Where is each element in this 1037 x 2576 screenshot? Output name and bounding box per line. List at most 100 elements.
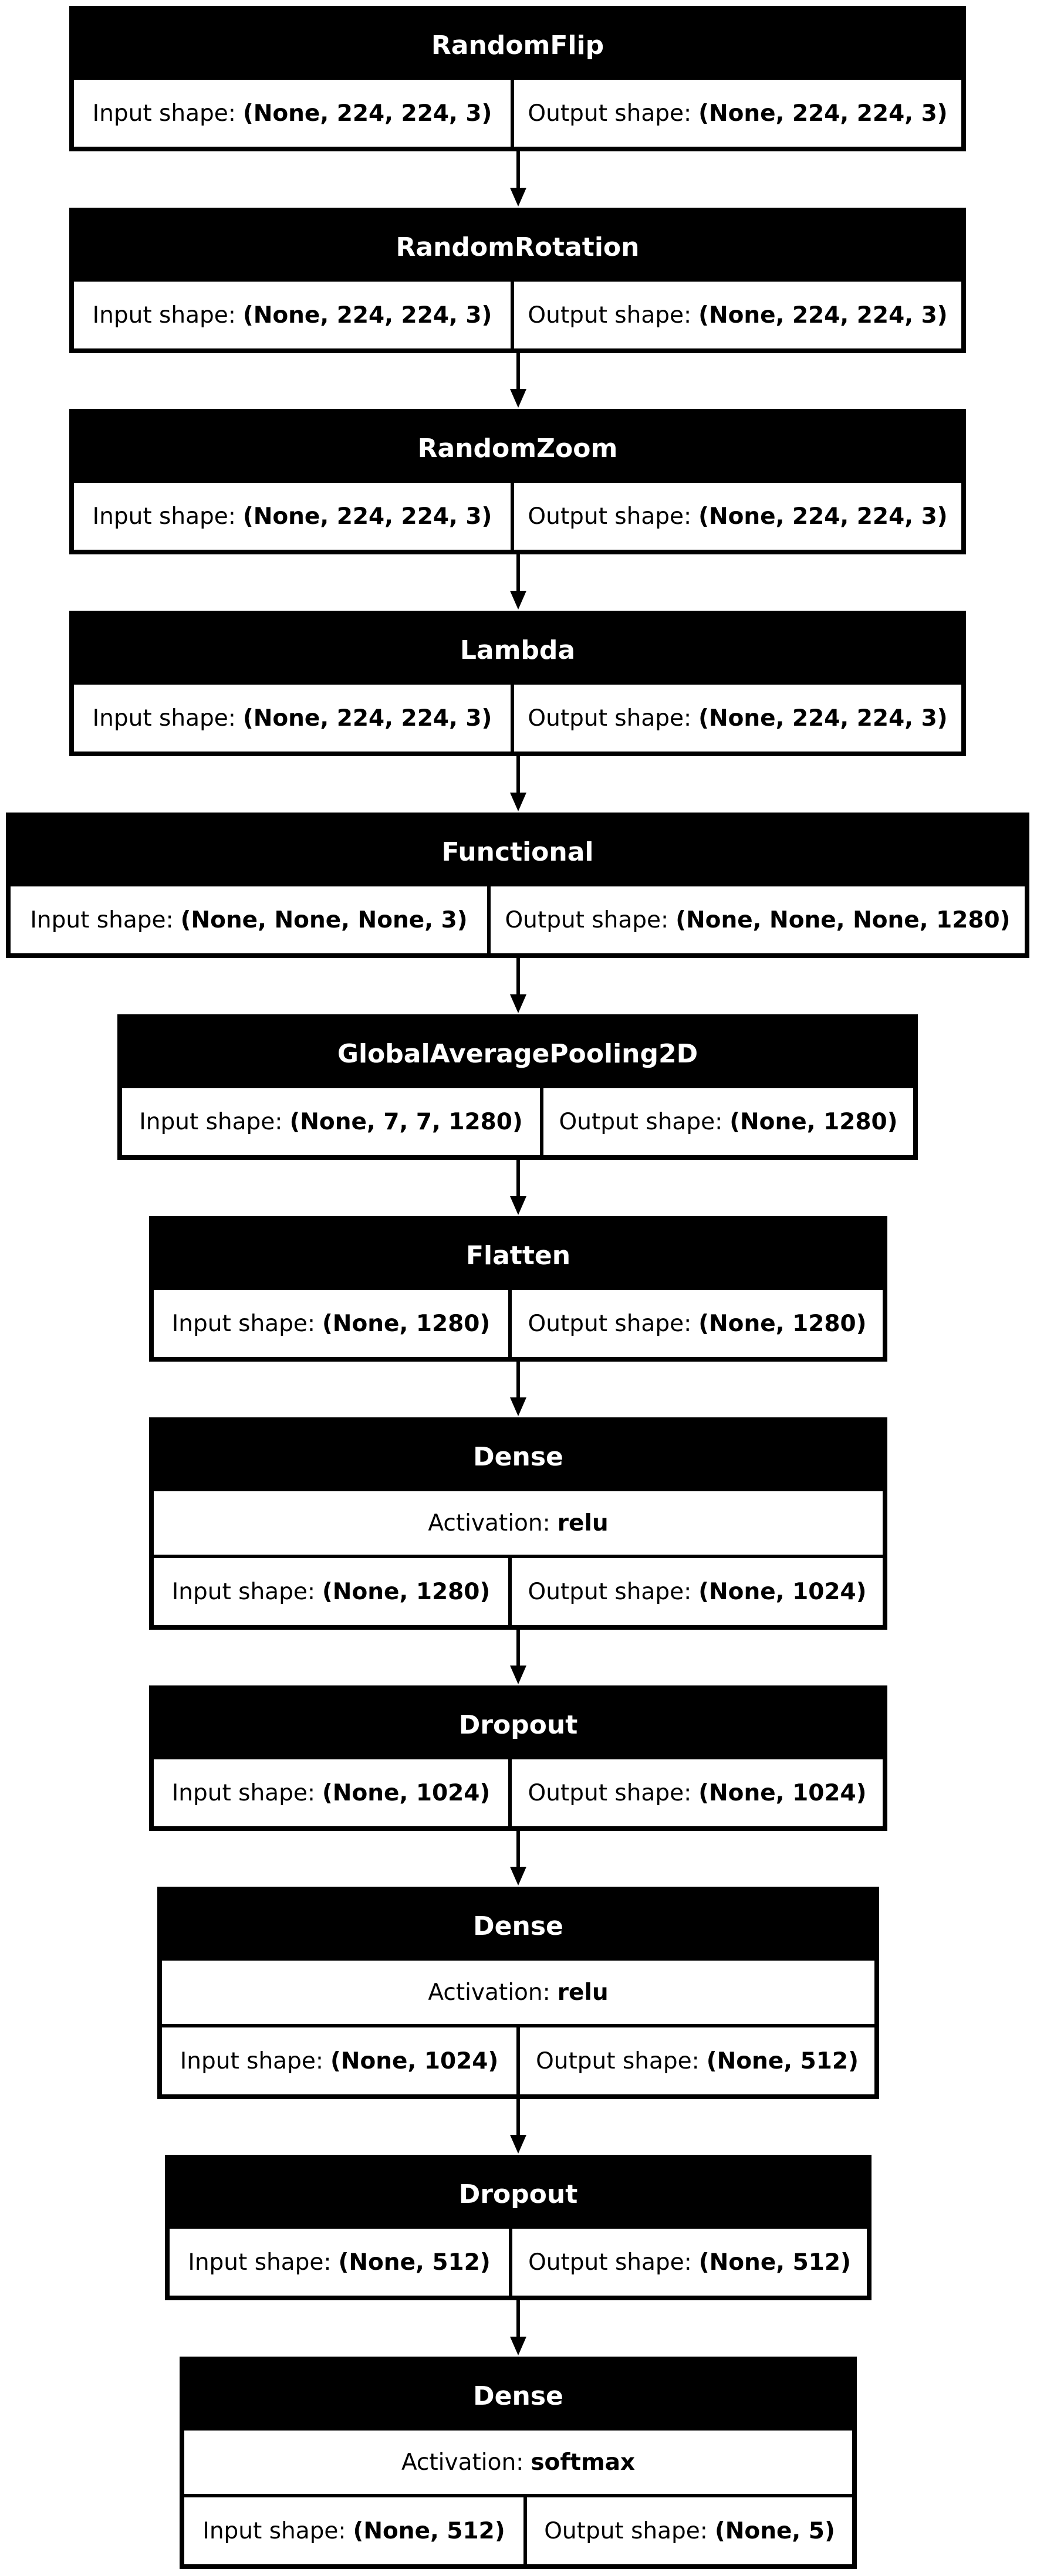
activation-row: Activation:relu — [162, 1961, 874, 2027]
shape-row: Input shape: (None, 1024) Output shape:(No… — [162, 2027, 874, 2094]
output-shape-cell: Output shape:(None, 512) — [520, 2027, 874, 2094]
input-shape-cell: Input shape:(None, 512) — [170, 2229, 512, 2296]
arrowhead-icon — [510, 188, 526, 207]
shape-row: Input shape:(None, 512)Output shape:(Non… — [184, 2497, 852, 2564]
output-shape-cell: Output shape:(None, 5) — [527, 2497, 852, 2564]
input-shape-cell: Input shape:(None, 224, 224, 3) — [74, 80, 514, 147]
output-shape-value: (None, 512) — [706, 2047, 859, 2074]
layer-title: Functional — [11, 817, 1025, 886]
output-shape-value: (None, 512) — [698, 2249, 851, 2276]
layer-title: RandomZoom — [74, 414, 961, 483]
arrowhead-icon — [510, 1397, 526, 1416]
input-shape-cell: Input shape:(None, 224, 224, 3) — [74, 685, 514, 752]
arrowhead-icon — [510, 793, 526, 811]
output-shape-label: Output shape: — [528, 1779, 692, 1806]
input-shape-cell: Input shape:(None, 224, 224, 3) — [74, 483, 514, 550]
layer-title: Dense — [154, 1422, 883, 1491]
input-shape-label: Input shape: — [171, 1310, 315, 1337]
arrowhead-icon — [510, 1196, 526, 1215]
input-shape-label: Input shape: — [180, 2047, 323, 2074]
output-shape-value: (None, 224, 224, 3) — [698, 302, 948, 329]
input-shape-label: Input shape: — [92, 302, 236, 329]
activation-value: relu — [557, 1979, 609, 2006]
input-shape-value: (None, 7, 7, 1280) — [289, 1108, 523, 1135]
output-shape-label: Output shape: — [528, 2249, 692, 2276]
output-shape-cell: Output shape:(None, 224, 224, 3) — [514, 282, 961, 348]
output-shape-cell: Output shape:(None, None, None, 1280) — [491, 886, 1025, 953]
layer-title: Lambda — [74, 615, 961, 685]
layer-title: Dense — [184, 2361, 852, 2431]
output-shape-cell: Output shape:(None, 1280) — [543, 1088, 913, 1155]
input-shape-cell: Input shape:(None, 1280) — [154, 1290, 512, 1357]
activation-label: Activation: — [428, 1509, 550, 1536]
output-shape-label: Output shape: — [528, 1578, 692, 1605]
input-shape-cell: Input shape:(None, None, None, 3) — [11, 886, 491, 953]
output-shape-cell: Output shape:(None, 1280) — [512, 1290, 883, 1357]
output-shape-value: (None, 224, 224, 3) — [698, 100, 948, 127]
input-shape-label: Input shape: — [30, 906, 174, 933]
input-shape-label: Input shape: — [92, 100, 236, 127]
activation-value: relu — [557, 1509, 609, 1536]
input-shape-label: Input shape: — [188, 2249, 332, 2276]
shape-row: Input shape:(None, 1280)Output shape:(No… — [154, 1290, 883, 1357]
arrowhead-icon — [510, 2337, 526, 2355]
input-shape-value: (None, 224, 224, 3) — [242, 705, 492, 732]
input-shape-value: (None, 224, 224, 3) — [242, 503, 492, 530]
shape-row: Input shape:(None, 512)Output shape:(Non… — [170, 2229, 867, 2296]
input-shape-cell: Input shape: (None, 1024) — [162, 2027, 520, 2094]
output-shape-cell: Output shape:(None, 512) — [512, 2229, 867, 2296]
arrowhead-icon — [510, 2135, 526, 2154]
output-shape-cell: Output shape:(None, 1024) — [512, 1558, 883, 1625]
input-shape-label: Input shape: — [171, 1779, 315, 1806]
input-shape-label: Input shape: — [92, 503, 236, 530]
activation-row: Activation:softmax — [184, 2431, 852, 2497]
shape-row: Input shape:(None, None, None, 3)Output … — [11, 886, 1025, 953]
output-shape-cell: Output shape:(None, 224, 224, 3) — [514, 685, 961, 752]
output-shape-value: (None, 1280) — [729, 1108, 898, 1135]
input-shape-value: (None, 1280) — [322, 1578, 491, 1605]
shape-row: Input shape:(None, 224, 224, 3)Output sh… — [74, 282, 961, 348]
output-shape-label: Output shape: — [528, 302, 692, 329]
input-shape-label: Input shape: — [171, 1578, 315, 1605]
arrowhead-icon — [510, 1666, 526, 1684]
input-shape-value: (None, 1024) — [330, 2047, 499, 2074]
input-shape-cell: Input shape:(None, 1024) — [154, 1759, 512, 1826]
arrowhead-icon — [510, 994, 526, 1013]
input-shape-cell: Input shape:(None, 224, 224, 3) — [74, 282, 514, 348]
output-shape-cell: Output shape:(None, 224, 224, 3) — [514, 80, 961, 147]
output-shape-value: (None, 5) — [714, 2517, 835, 2544]
shape-row: Input shape:(None, 224, 224, 3)Output sh… — [74, 483, 961, 550]
output-shape-label: Output shape: — [528, 503, 692, 530]
shape-row: Input shape:(None, 7, 7, 1280)Output sha… — [122, 1088, 913, 1155]
output-shape-label: Output shape: — [528, 100, 692, 127]
input-shape-value: (None, 224, 224, 3) — [242, 100, 492, 127]
shape-row: Input shape:(None, 224, 224, 3)Output sh… — [74, 80, 961, 147]
input-shape-label: Input shape: — [92, 705, 236, 732]
input-shape-value: (None, None, None, 3) — [180, 906, 468, 933]
shape-row: Input shape: (None, 1280) Output shape:(No… — [154, 1558, 883, 1625]
input-shape-value: (None, 224, 224, 3) — [242, 302, 492, 329]
arrowhead-icon — [510, 591, 526, 610]
output-shape-value: (None, None, None, 1280) — [675, 906, 1011, 933]
layer-title: Flatten — [154, 1221, 883, 1290]
output-shape-cell: Output shape:(None, 1024) — [512, 1759, 883, 1826]
output-shape-label: Output shape: — [528, 705, 692, 732]
input-shape-cell: Input shape: (None, 1280) — [154, 1558, 512, 1625]
layer-title: RandomFlip — [74, 11, 961, 80]
layer-title: GlobalAveragePooling2D — [122, 1019, 913, 1088]
layer-title: Dropout — [154, 1690, 883, 1759]
output-shape-value: (None, 224, 224, 3) — [698, 503, 948, 530]
output-shape-label: Output shape: — [505, 906, 669, 933]
